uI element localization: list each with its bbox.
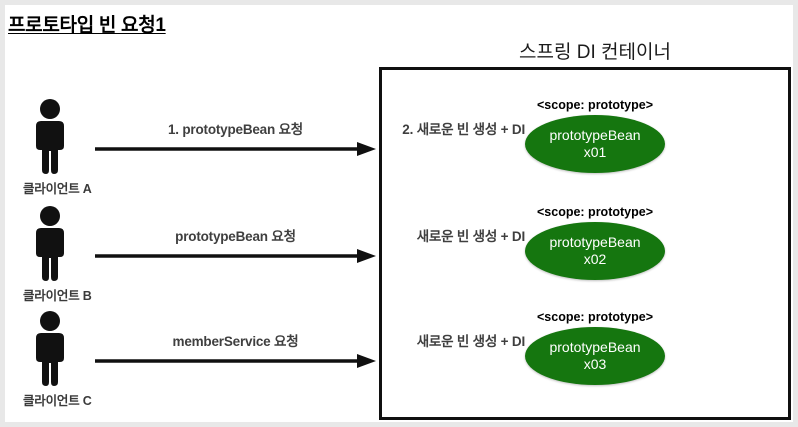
bean-node-1: prototypeBean x01 [525, 115, 665, 173]
bean-node-3: prototypeBean x03 [525, 327, 665, 385]
client-a-label: 클라이언트 A [23, 182, 92, 196]
di-label-1: 2. 새로운 빈 생성 + DI [402, 122, 525, 137]
request-arrow-3: memberService 요청 [93, 330, 378, 376]
bean-node-3-id: x03 [583, 356, 607, 372]
request-arrow-2: prototypeBean 요청 [93, 225, 378, 271]
diagram-canvas: 프로토타입 빈 요청1 스프링 DI 컨테이너 클라이언트 A 1. proto… [5, 5, 793, 422]
bean-node-1-name: prototypeBean [549, 127, 641, 143]
bean-node-1-id: x01 [583, 144, 607, 160]
di-label-3: 새로운 빈 생성 + DI [416, 334, 526, 349]
request-arrow-2-label: prototypeBean 요청 [175, 229, 296, 244]
person-icon [36, 206, 64, 281]
bean-node-2-id: x02 [583, 251, 607, 267]
di-container-title: 스프링 DI 컨테이너 [519, 42, 671, 63]
client-c-label: 클라이언트 C [23, 394, 92, 408]
bean-node-2: prototypeBean x02 [525, 222, 665, 280]
client-c: 클라이언트 C [23, 310, 92, 409]
page-title: 프로토타입 빈 요청1 [8, 15, 166, 36]
di-label-2: 새로운 빈 생성 + DI [416, 229, 526, 244]
client-b: 클라이언트 B [23, 205, 92, 304]
bean-node-3-name: prototypeBean [549, 339, 641, 355]
client-a: 클라이언트 A [23, 98, 92, 197]
arrow-right-icon [95, 142, 376, 156]
scope-label-3: <scope: prototype> [537, 310, 653, 324]
client-b-label: 클라이언트 B [23, 289, 92, 303]
scope-label-2: <scope: prototype> [537, 205, 653, 219]
request-arrow-3-label: memberService 요청 [172, 334, 299, 349]
person-icon [36, 311, 64, 386]
arrow-right-icon [95, 354, 376, 368]
arrow-right-icon [95, 249, 376, 263]
bean-node-2-name: prototypeBean [549, 234, 641, 250]
scope-label-1: <scope: prototype> [537, 98, 653, 112]
request-arrow-1-label: 1. prototypeBean 요청 [167, 122, 304, 137]
person-icon [36, 99, 64, 174]
request-arrow-1: 1. prototypeBean 요청 [93, 118, 378, 164]
